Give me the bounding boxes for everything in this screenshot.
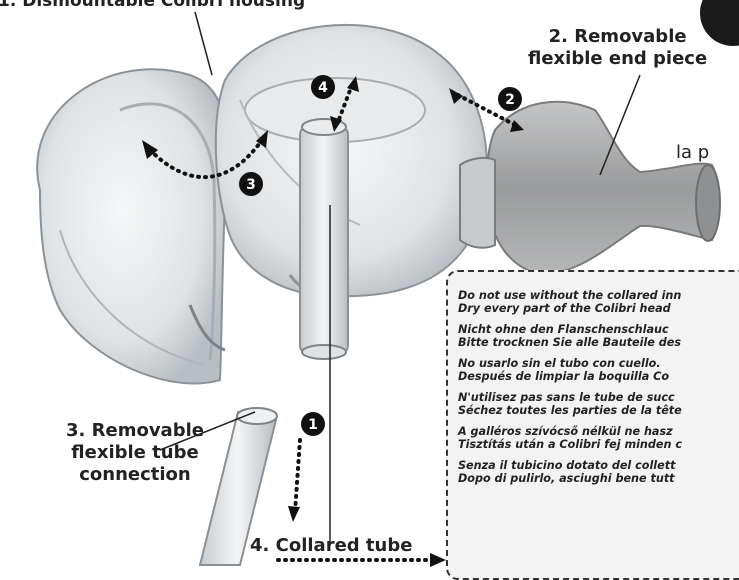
warning-line: Tisztítás után a Colibri fej minden c	[458, 439, 739, 452]
warning-line: No usarlo sin el tubo con cuello.	[458, 358, 739, 371]
left-housing-half	[37, 69, 227, 383]
badge-3-number: 3	[246, 177, 256, 193]
collared-tube	[300, 119, 348, 359]
flexible-end-piece	[460, 102, 720, 275]
warning-line: Nicht ohne den Flanschenschlauc	[458, 324, 739, 337]
warning-hu: A galléros szívócső nélkül ne hasz Tiszt…	[458, 426, 739, 451]
tube-label-line-1: 3. Removable	[66, 420, 204, 442]
warning-line: Bitte trocknen Sie alle Bauteile des	[458, 337, 739, 350]
end-piece-label-line-1: 2. Removable	[528, 26, 707, 48]
right-housing-half	[216, 25, 487, 300]
tube-connection-label: 3. Removable flexible tube connection	[66, 420, 204, 486]
warning-de: Nicht ohne den Flanschenschlauc Bitte tr…	[458, 324, 739, 349]
warning-es: No usarlo sin el tubo con cuello. Despué…	[458, 358, 739, 383]
end-piece-label-line-2: flexible end piece	[528, 48, 707, 70]
badge-1: 1	[301, 412, 325, 436]
end-piece-label: 2. Removable flexible end piece	[528, 26, 707, 70]
warning-box: Do not use without the collared inn Dry …	[446, 270, 739, 580]
tube-label-line-2: flexible tube	[66, 442, 204, 464]
warning-line: Séchez toutes les parties de la tête	[458, 405, 739, 418]
badge-4: 4	[311, 75, 335, 99]
badge-4-number: 4	[318, 80, 328, 96]
partial-text: la p	[676, 142, 709, 163]
badge-1-number: 1	[308, 417, 318, 433]
badge-3: 3	[239, 172, 263, 196]
warning-line: Senza il tubicino dotato del collett	[458, 460, 739, 473]
warning-line: Dry every part of the Colibri head	[458, 303, 739, 316]
badge-2-number: 2	[505, 92, 515, 108]
tube-label-line-3: connection	[66, 464, 204, 486]
warning-line: N'utilisez pas sans le tube de succ	[458, 392, 739, 405]
warning-fr: N'utilisez pas sans le tube de succ Séch…	[458, 392, 739, 417]
warning-line: A galléros szívócső nélkül ne hasz	[458, 426, 739, 439]
collared-tube-label: 4. Collared tube	[250, 535, 412, 557]
housing-label: 1. Dismountable Colibri housing	[0, 0, 305, 12]
warning-en: Do not use without the collared inn Dry …	[458, 290, 739, 315]
warning-line: Do not use without the collared inn	[458, 290, 739, 303]
warning-line: Dopo di pulirlo, asciughi bene tutt	[458, 473, 739, 486]
warning-line: Después de limpiar la boquilla Co	[458, 371, 739, 384]
warning-it: Senza il tubicino dotato del collett Dop…	[458, 460, 739, 485]
badge-2: 2	[498, 87, 522, 111]
